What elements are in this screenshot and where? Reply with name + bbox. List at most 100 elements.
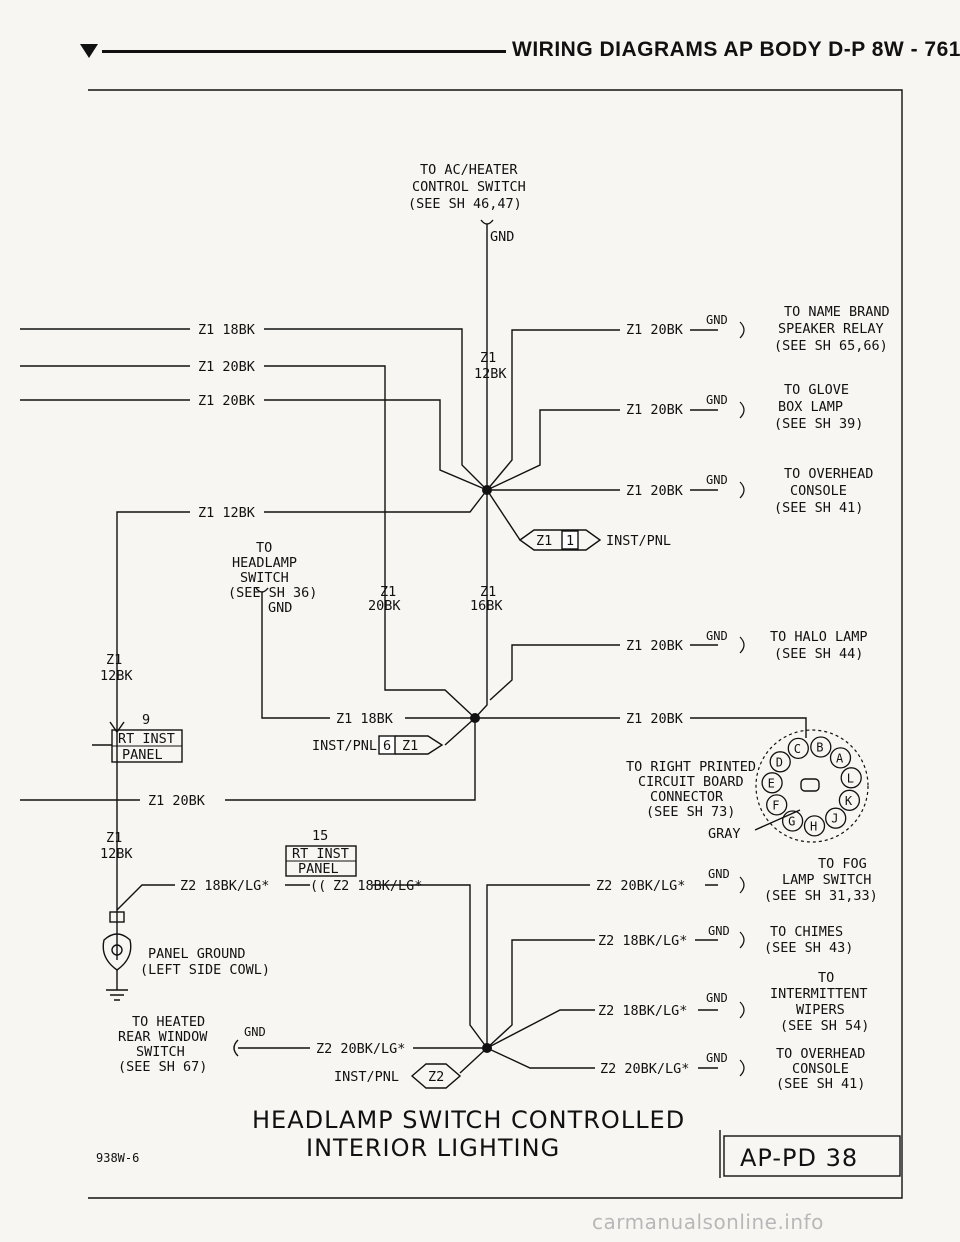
- rl-dest-1b: LAMP SWITCH: [782, 872, 871, 888]
- wire-to-connector: [475, 717, 807, 738]
- trunk-gauge: 12BK: [474, 366, 507, 382]
- wires: [20, 89, 903, 1199]
- rl-dest-1a: TO FOG: [818, 856, 867, 872]
- hl-lower-wire: Z1 18BK: [336, 711, 394, 727]
- hr-dest-4: (SEE SH 67): [118, 1059, 207, 1075]
- ru-dest-2b: BOX LAMP: [778, 399, 843, 415]
- header-rule: [102, 50, 506, 53]
- ru-dest-1b: SPEAKER RELAY: [778, 321, 884, 337]
- pin-label-j: J: [831, 812, 838, 826]
- rt-inst-panel-2: 15 RT INST PANEL: [285, 828, 357, 877]
- page-header: WIRING DIAGRAMS AP BODY D-P 8W - 761: [0, 38, 960, 78]
- rl-gnd-3: GND: [706, 991, 728, 1005]
- ru-dest-3b: CONSOLE: [790, 483, 847, 499]
- splice1-connector: Z1 1 INST/PNL: [518, 529, 671, 551]
- wire-right-halo: [489, 644, 718, 701]
- rl-dest-4a: TO OVERHEAD: [776, 1046, 865, 1062]
- z2-left-wire: Z2 18BK/LG*: [180, 878, 269, 894]
- hl-b-gauge: 16BK: [470, 598, 503, 614]
- rl-dest-4c: (SEE SH 41): [776, 1076, 865, 1092]
- wire-z2-right-2: [486, 939, 718, 1049]
- pin-circle-c: [787, 737, 809, 760]
- rl-gnd-4: GND: [706, 1051, 728, 1065]
- pin-label-f: F: [772, 798, 779, 812]
- lt-gauge: 12BK: [100, 668, 133, 684]
- gnd-hook-top: [480, 219, 494, 225]
- rt-inst-panel-1: 9 RT INST PANEL: [109, 712, 183, 763]
- wire-right-1: [486, 329, 718, 491]
- hl-dest-1: TO: [256, 540, 272, 556]
- pcb-color: GRAY: [708, 826, 741, 842]
- hl-a-gauge: 20BK: [368, 598, 401, 614]
- rl-dest-4b: CONSOLE: [792, 1061, 849, 1077]
- gnd-hook-headlamp: [255, 587, 269, 593]
- wire-z1-18bk-top: [20, 328, 488, 491]
- ru-dest-2a: TO GLOVE: [784, 382, 849, 398]
- hr-dest-3: SWITCH: [136, 1044, 185, 1060]
- inst6-label: INST/PNL: [312, 738, 377, 754]
- pin-circle-e: [761, 772, 783, 794]
- wire-right-2: [486, 409, 718, 491]
- gray-pointer: [754, 809, 801, 831]
- rt2-line2: PANEL: [298, 861, 339, 877]
- ru-gnd-3: GND: [706, 473, 728, 487]
- pin-label-c: C: [794, 742, 801, 756]
- ru-wire-2: Z1 20BK: [626, 402, 684, 418]
- pin-label-h: H: [810, 819, 817, 833]
- sheet-label: AP-PD 38: [740, 1144, 858, 1172]
- wire-splice1-to-inst1: [486, 489, 521, 541]
- wire-inst6: [444, 717, 476, 746]
- rl-dest-2b: (SEE SH 43): [764, 940, 853, 956]
- pcb-dest-4: (SEE SH 73): [646, 804, 735, 820]
- hr-dest-2: REAR WINDOW: [118, 1029, 208, 1045]
- wire-z2-right-3: [486, 1009, 718, 1049]
- hr-wire: Z2 20BK/LG*: [316, 1041, 405, 1057]
- wire-z1-20bk-b: [20, 399, 488, 491]
- pin-label-g: G: [788, 815, 795, 829]
- right-lower-group: Z2 20BK/LG* GND TO FOG LAMP SWITCH (SEE …: [596, 856, 878, 1092]
- pcb-dest-2: CIRCUIT BOARD: [638, 774, 744, 790]
- ru-wire-1: Z1 20BK: [626, 322, 684, 338]
- lt-circuit2: Z1: [106, 830, 122, 846]
- pin-circle-k: [838, 789, 861, 811]
- ground-lamp-icon: [102, 911, 132, 1001]
- wire-z1-16bk: [474, 490, 488, 719]
- wire-z2-left: [116, 884, 488, 1049]
- ground-line2: (LEFT SIDE COWL): [140, 962, 270, 978]
- inst-pnl-6: INST/PNL 6 Z1: [312, 735, 444, 755]
- splice1-pin: 1: [566, 533, 574, 549]
- pin-label-e: E: [768, 776, 775, 790]
- rl-dest-3d: (SEE SH 54): [780, 1018, 869, 1034]
- ru-dest-3c: (SEE SH 41): [774, 500, 863, 516]
- sheet-box: [723, 1135, 901, 1177]
- rl-dest-1c: (SEE SH 31,33): [764, 888, 878, 904]
- pin-circle-l: [840, 767, 862, 789]
- left-wire-4: Z1 12BK: [198, 505, 256, 521]
- hl-dest-3: SWITCH: [240, 570, 289, 586]
- pcb-wire: Z1 20BK: [626, 711, 684, 727]
- rl-wire-3: Z2 18BK/LG*: [598, 1003, 687, 1019]
- top-gnd: GND: [490, 229, 514, 245]
- hl-gnd: GND: [268, 600, 292, 616]
- diagram-title-1: HEADLAMP SWITCH CONTROLLED: [252, 1106, 685, 1134]
- gnd-hook-heated: [233, 1039, 239, 1057]
- trunk-circuit: Z1: [480, 350, 496, 366]
- z2-left-wire2: Z2 18BK/LG*: [333, 878, 422, 894]
- pin-circle-b: [810, 736, 832, 758]
- inst6-circuit: Z1: [402, 738, 418, 754]
- pin-circle-j: [825, 807, 847, 829]
- hl-dest-4: (SEE SH 36): [228, 585, 317, 601]
- rl-wire-4: Z2 20BK/LG*: [600, 1061, 689, 1077]
- wire-z2-right-1: [486, 884, 718, 1048]
- ru-wire-3: Z1 20BK: [626, 483, 684, 499]
- wire-z2-right-4: [486, 1047, 718, 1069]
- pin-circle-a: [829, 747, 852, 769]
- wire-z1-20bk-lower: [20, 718, 476, 801]
- rt2-line1: RT INST: [292, 846, 349, 862]
- top-dest-1: TO AC/HEATER: [420, 162, 518, 178]
- hr-dest-1: TO HEATED: [132, 1014, 205, 1030]
- rl-wire-1: Z2 20BK/LG*: [596, 878, 685, 894]
